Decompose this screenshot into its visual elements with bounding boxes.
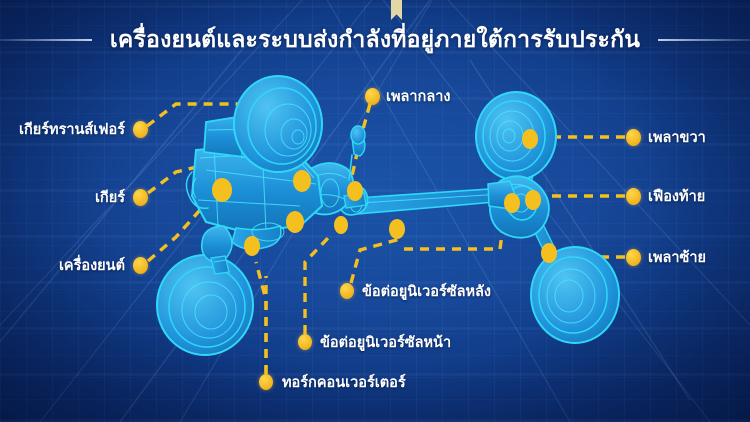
label-rear-universal-joint[interactable]: ข้อต่อยูนิเวอร์ซัลหลัง (362, 284, 491, 300)
torque-converter-bell (233, 75, 323, 173)
torque-converter-dot[interactable] (259, 374, 273, 390)
left-axle-dot[interactable] (626, 249, 641, 266)
title-rule-right (658, 39, 750, 41)
label-engine[interactable]: เครื่องยนต์ (58, 258, 125, 274)
label-torque-converter[interactable]: ทอร์กคอนเวอร์เตอร์ (282, 375, 406, 391)
label-gear[interactable]: เกียร์ (94, 190, 125, 206)
label-propeller-shaft[interactable]: เพลากลาง (386, 89, 451, 105)
gear-dot[interactable] (133, 189, 148, 206)
label-left-axle[interactable]: เพลาซ้าย (648, 250, 707, 266)
right-axle-dot[interactable] (626, 129, 641, 146)
rear-universal-joint-dot[interactable] (340, 283, 354, 299)
title-rule-left (0, 39, 92, 41)
bookmark-flag-icon (391, 0, 402, 20)
page-title: เครื่องยนต์และระบบส่งกำลังที่อยู่ภายใต้ก… (109, 27, 641, 53)
diagram-node-dots (212, 129, 557, 263)
label-right-axle[interactable]: เพลาขวา (648, 130, 706, 146)
front-wheel-drum (156, 254, 254, 356)
differential-dot[interactable] (626, 188, 641, 205)
label-transfer-gear[interactable]: เกียร์ทรานส์เฟอร์ (19, 122, 125, 138)
label-front-universal-joint[interactable]: ข้อต่อยูนิเวอร์ซัลหน้า (320, 335, 452, 351)
title-bar: เครื่องยนต์และระบบส่งกำลังที่อยู่ภายใต้ก… (0, 20, 750, 60)
label-differential[interactable]: เฟืองท้าย (648, 189, 706, 205)
propeller-shaft-dot[interactable] (365, 88, 380, 105)
engine-dot[interactable] (133, 257, 148, 274)
right-wheel-drum (475, 91, 557, 181)
front-universal-joint-dot[interactable] (298, 334, 312, 350)
left-wheel-drum (530, 246, 620, 344)
front-output-shaft (200, 222, 285, 275)
powertrain-artwork (156, 75, 620, 356)
transfer-gear-dot[interactable] (133, 121, 148, 138)
